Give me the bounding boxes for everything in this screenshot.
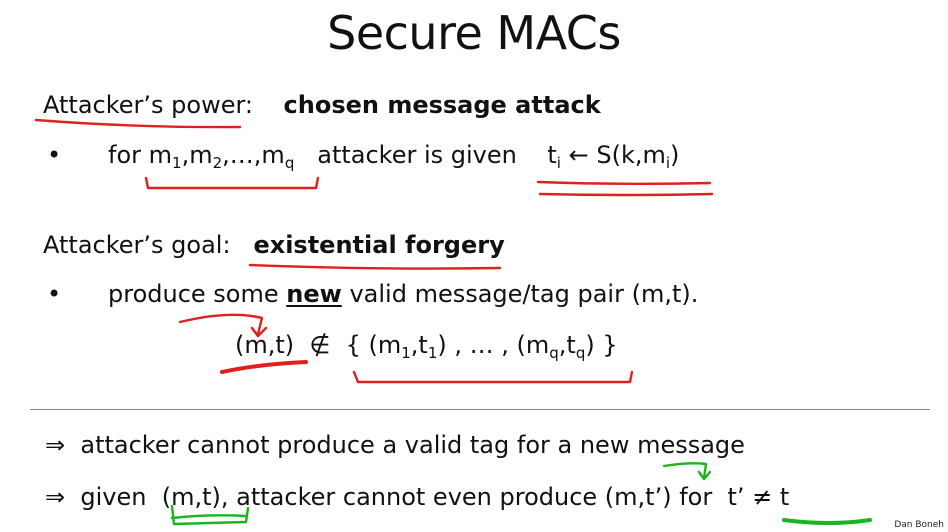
- bullet-icon: •: [47, 280, 62, 308]
- goal-line: Attacker’s goal: existential forgery: [43, 230, 505, 260]
- power-value: chosen message attack: [283, 91, 601, 119]
- formula-left: (m,t): [235, 331, 295, 359]
- not-in-symbol: ∉: [309, 331, 331, 359]
- power-line: Attacker’s power: chosen message attack: [43, 90, 601, 120]
- new-word: new: [286, 280, 342, 308]
- red-underline-goal: [248, 263, 502, 270]
- power-bullet-text: for m1,m2,…,mq attacker is given ti ← S(…: [108, 140, 680, 172]
- red-underline-tag-1: [536, 180, 712, 185]
- red-underline-power: [34, 118, 242, 129]
- conclusion-2-rest: , attacker cannot even produce (m,t’) fo…: [220, 483, 713, 511]
- set-formula: (m,t) ∉ { (m1,t1) , … , (mq,tq) }: [235, 330, 618, 362]
- goal-rest-text: valid message/tag pair (m,t).: [349, 280, 699, 308]
- goal-label: Attacker’s goal:: [43, 231, 231, 259]
- red-underline-mt: [220, 360, 308, 374]
- implies-icon: ⇒: [45, 431, 66, 459]
- goal-bullet-text: produce some new valid message/tag pair …: [108, 279, 698, 309]
- produce-text: produce some: [108, 280, 279, 308]
- slide-title: Secure MACs: [327, 6, 621, 60]
- green-underline-inequality: [782, 518, 872, 525]
- section-divider: [30, 409, 930, 410]
- m-list: m1,m2,…,mq: [148, 141, 295, 172]
- given-pair: (m,t): [161, 483, 221, 511]
- conclusion-1-text: attacker cannot produce a valid tag for …: [80, 431, 745, 459]
- red-bracket-set: [352, 370, 634, 384]
- inequality-text: t’ ≠ t: [727, 483, 790, 511]
- author-footer: Dan Boneh: [894, 520, 944, 530]
- green-arrow-message: [662, 462, 708, 480]
- bullet-icon: •: [47, 141, 62, 169]
- conclusion-1: ⇒ attacker cannot produce a valid tag fo…: [45, 430, 745, 460]
- goal-value: existential forgery: [253, 231, 505, 259]
- given-text: given: [80, 483, 147, 511]
- power-label: Attacker’s power:: [43, 91, 253, 119]
- tag-formula: ti ← S(k,mi): [547, 141, 680, 172]
- red-underline-tag-2: [538, 192, 714, 197]
- query-set: { (m1,t1) , … , (mq,tq) }: [345, 331, 618, 362]
- for-text: for: [108, 141, 141, 169]
- red-bracket-mlist: [144, 176, 320, 190]
- implies-icon: ⇒: [45, 483, 66, 511]
- attacker-given-text: attacker is given: [317, 141, 517, 169]
- conclusion-2: ⇒ given (m,t), attacker cannot even prod…: [45, 482, 789, 512]
